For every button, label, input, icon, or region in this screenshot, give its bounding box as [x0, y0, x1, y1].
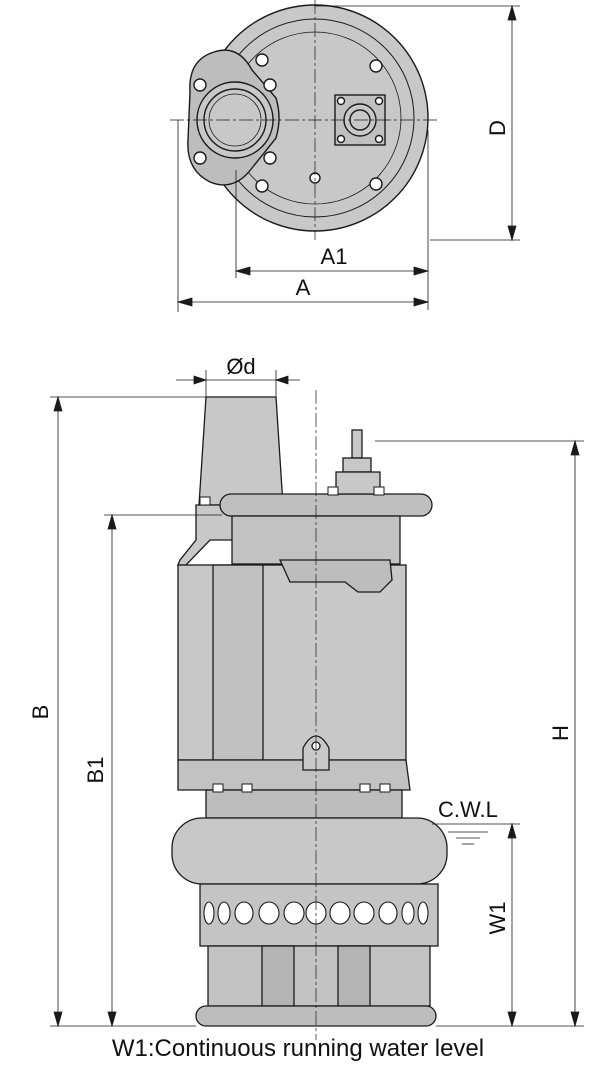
bolt-icon [241, 783, 253, 793]
cable-gland-nut [342, 457, 372, 473]
bolt-icon [359, 783, 371, 793]
bolt-icon [263, 151, 277, 165]
top-view [187, 4, 429, 232]
dim-label-H: H [548, 725, 573, 741]
bolt-icon [263, 78, 277, 92]
bolt-icon [369, 177, 383, 191]
top-view-centerlines [170, 0, 440, 240]
dim-D [315, 4, 520, 242]
dim-label-W1: W1 [485, 902, 510, 935]
dim-label-A: A [296, 275, 311, 300]
front-bolts [199, 486, 391, 793]
bolt-icon [327, 486, 339, 496]
terminal-box [278, 559, 393, 593]
cwl-label: C.W.L [438, 797, 498, 822]
bolt-icon [369, 59, 383, 73]
front-view [171, 396, 448, 1027]
motor-rib [212, 564, 264, 761]
dim-B1 [104, 513, 222, 1028]
dim-A1 [234, 130, 430, 310]
cable-gland-stem [351, 429, 363, 459]
lifting-handle [219, 493, 433, 517]
dim-d [176, 370, 300, 397]
discharge-nozzle [198, 396, 284, 506]
bolt-icon [255, 179, 269, 193]
dim-label-B: B [28, 705, 53, 720]
bolt-icon [255, 53, 269, 67]
dim-H [375, 439, 584, 1028]
bolt-icon [336, 96, 346, 106]
dim-label-D: D [485, 120, 510, 136]
strainer-leg [337, 945, 371, 1007]
pump-casing [171, 817, 448, 885]
dim-label-B1: B1 [83, 757, 108, 784]
bolt-icon [374, 96, 384, 106]
dim-A [176, 120, 430, 312]
strainer-lower [207, 945, 431, 1007]
caption: W1:Continuous running water level [111, 1035, 485, 1062]
bolt-icon [374, 134, 384, 144]
lower-bracket [177, 759, 411, 791]
motor-frame [177, 564, 407, 761]
bolt-icon [379, 783, 391, 793]
bolt-icon [193, 151, 207, 165]
dim-label-d: Ød [226, 354, 255, 379]
water-level-marker [432, 823, 520, 845]
pump-flange [205, 789, 403, 819]
strainer-leg [261, 945, 295, 1007]
dim-B [50, 395, 206, 1028]
dim-label-A1: A1 [321, 244, 348, 269]
dim-W1 [507, 822, 517, 1028]
discharge-port-bore [208, 93, 262, 147]
strainer-holes [203, 901, 429, 925]
bolt-icon [199, 496, 211, 506]
bolt-icon [336, 134, 346, 144]
bolt-icon [373, 486, 385, 496]
cable-gland-base [335, 471, 381, 495]
bolt-icon [212, 783, 224, 793]
bolt-icon [193, 78, 207, 92]
